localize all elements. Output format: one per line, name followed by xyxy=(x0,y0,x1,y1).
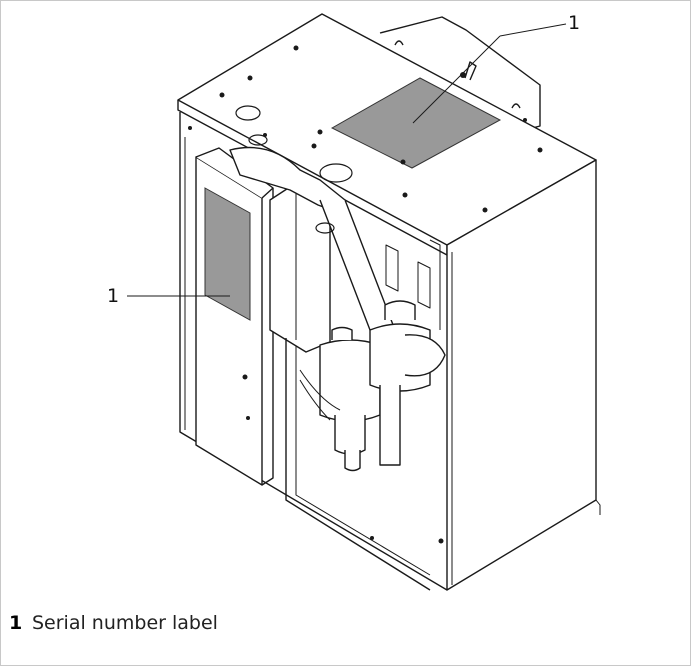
appliance-illustration xyxy=(127,13,601,591)
serial-label-door xyxy=(204,187,251,321)
callout-number-top: 1 xyxy=(568,12,581,34)
pump-assembly xyxy=(319,300,446,472)
serial-label-top xyxy=(330,77,502,169)
legend-number: 1 xyxy=(9,612,23,634)
callout-number-door: 1 xyxy=(107,285,120,307)
legend-text: Serial number label xyxy=(32,612,218,634)
leader-line-top xyxy=(412,35,501,124)
control-box xyxy=(269,182,331,353)
figure-legend: 1 Serial number label xyxy=(9,612,218,634)
